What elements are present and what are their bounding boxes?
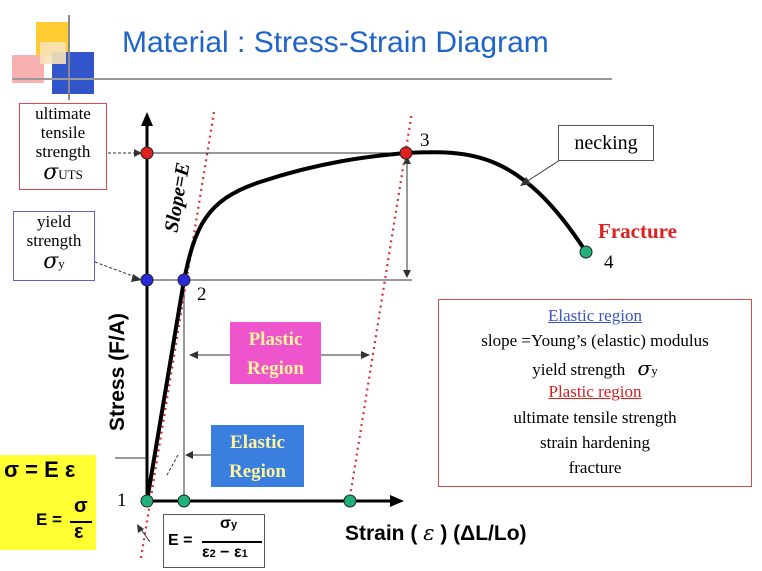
yield-line1: yield (37, 212, 71, 231)
necking-leader (525, 159, 561, 183)
point-plastic-strain (343, 494, 357, 508)
decor-light-square (40, 42, 66, 64)
legend-line3: ultimate tensile strength (513, 408, 677, 427)
modulus-formula-box: E = σy ε2 − ε1 (163, 514, 265, 568)
hooke-formula-box: σ = E ε E = σ ε (0, 455, 96, 550)
point-1-origin (140, 494, 154, 508)
point-3-uts (399, 146, 413, 160)
point-1-label: 1 (117, 490, 127, 511)
hooke-law: σ = E ε (4, 457, 76, 482)
plastic-region-box: Plastic Region (230, 322, 321, 384)
x-axis-label-symbol: ε (423, 521, 435, 545)
yield-label-box: yield strength σy (13, 211, 95, 281)
point-2-label: 2 (197, 284, 207, 305)
uts-line2: tensile (40, 123, 86, 142)
x-axis-label: Strain ( ε ) (ΔL/Lo) (345, 521, 527, 546)
legend-elastic-heading: Elastic region (548, 306, 642, 325)
x-axis-label-suffix: ) (ΔL/Lo) (440, 522, 527, 545)
slope-line-plastic (347, 111, 414, 504)
e-denominator: ε (74, 521, 84, 543)
point-4-label: 4 (604, 252, 614, 273)
legend-line2: yield strength σy (532, 356, 658, 380)
elastic-region-line1: Elastic (230, 432, 285, 453)
point-yield-axis (140, 273, 154, 287)
e2-fraction-bar (202, 541, 262, 543)
e2-denominator: ε2 − ε1 (202, 544, 248, 561)
elastic-region-line2: Region (229, 461, 286, 482)
y-axis-arrow (141, 112, 153, 126)
diagram-title: Material : Stress-Strain Diagram (122, 26, 549, 59)
uts-symbol: σUTS (43, 160, 83, 185)
uts-line1: ultimate (35, 104, 91, 123)
decor-vertical-line (68, 15, 70, 100)
point-4-fracture (579, 245, 593, 259)
uts-line3: strength (35, 142, 91, 161)
y-axis-label: Stress (F/A) (106, 313, 129, 431)
e-numerator: σ (74, 495, 88, 517)
legend-box: Elastic region slope =Young’s (elastic) … (438, 299, 752, 487)
yield-symbol: σy (43, 249, 65, 274)
point-2-yield (177, 273, 191, 287)
stress-strain-curve (145, 150, 588, 502)
point-yield-strain (177, 494, 191, 508)
plastic-region-line1: Plastic (248, 329, 303, 350)
legend-plastic-heading: Plastic region (548, 382, 642, 401)
legend-line5: fracture (568, 458, 622, 477)
necking-label: necking (574, 132, 638, 154)
point-3-label: 3 (420, 130, 430, 151)
yield-leader (94, 261, 139, 279)
yield-line2: strength (26, 231, 82, 250)
uts-label-box: ultimate tensile strength σUTS (19, 103, 107, 190)
point-uts-axis (140, 146, 154, 160)
legend-line4: strain hardening (540, 433, 650, 452)
x-axis-label-prefix: Strain ( (345, 522, 418, 545)
title-rule (12, 78, 612, 80)
elastic-region-box: Elastic Region (211, 425, 304, 487)
slope-leader (166, 454, 179, 476)
e-fraction-bar (70, 521, 92, 523)
e2-numerator: σy (220, 515, 238, 532)
necking-label-box: necking (558, 125, 654, 161)
e2-lhs: E = (168, 532, 193, 549)
legend-line1: slope =Young’s (elastic) modulus (481, 331, 709, 350)
plastic-region-line2: Region (247, 358, 304, 379)
x-axis-arrow (390, 495, 404, 507)
e-equals: E = (36, 510, 62, 529)
fracture-label: Fracture (598, 219, 677, 243)
